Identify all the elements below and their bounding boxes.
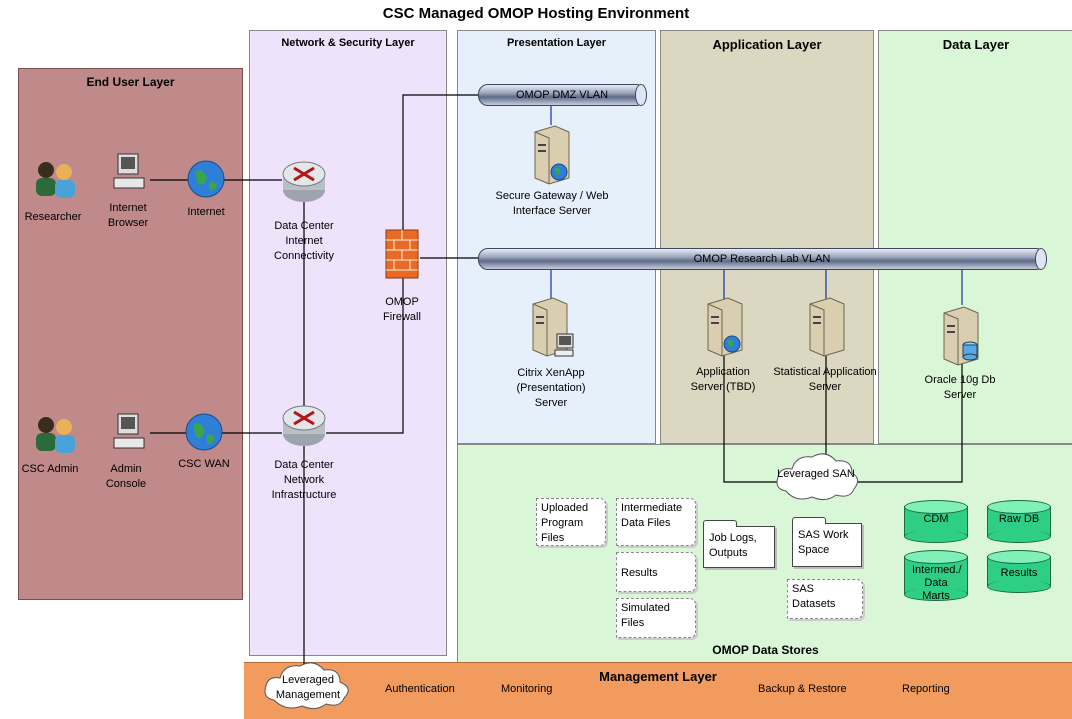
firewall-icon	[385, 229, 419, 279]
dc-network-label: Data Center Network Infrastructure	[271, 459, 337, 501]
citrix-label: Citrix XenApp (Presentation) Server	[516, 367, 586, 409]
sas-work-space-folder: SAS Work Space	[792, 517, 862, 567]
secure-gateway-server-icon	[534, 125, 570, 185]
oracle-san-line	[858, 350, 963, 483]
internet-browser-label: Internet Browser	[107, 202, 149, 229]
csc-admin-people-icon	[36, 417, 75, 453]
intermediate-data-files: Intermediate Data Files	[616, 498, 696, 546]
backup-restore-label: Backup & Restore	[758, 683, 847, 695]
dmz-vlan-pipe: OMOP DMZ VLAN	[478, 84, 647, 106]
oracle-server-label: Oracle 10g Db Server	[924, 374, 996, 401]
intermed-data-marts-database: Intermed./ Data Marts	[904, 550, 968, 602]
citrix-server-icon	[532, 297, 574, 357]
data-stores-title: OMOP Data Stores	[712, 643, 819, 657]
reporting-label: Reporting	[902, 683, 950, 695]
dc-network-router-icon	[282, 405, 326, 446]
presentation-layer-title: Presentation Layer	[506, 37, 607, 49]
app-san-line	[723, 300, 778, 483]
cdm-database: CDM	[904, 500, 968, 544]
results-database: Results	[987, 550, 1051, 594]
leveraged-management-label: Leveraged Management	[275, 674, 341, 701]
statistical-server-icon	[809, 297, 845, 357]
csc-wan-label: CSC WAN	[178, 458, 230, 470]
raw-db-label: Raw DB	[998, 513, 1040, 525]
firewall-label: OMOP Firewall	[383, 296, 421, 323]
dc-internet-router-icon	[282, 161, 326, 202]
diagram-title: CSC Managed OMOP Hosting Environment	[382, 5, 690, 22]
leveraged-management-cloud-icon	[264, 662, 349, 710]
admin-console-computer-icon	[113, 413, 145, 449]
network-security-layer: Network & Security Layer	[249, 30, 447, 656]
statistical-server-label: Statistical Application Server	[773, 366, 877, 393]
authentication-label: Authentication	[385, 683, 455, 695]
internet-browser-computer-icon	[113, 153, 145, 189]
internet-label: Internet	[187, 206, 225, 218]
admin-console-label: Admin Console	[105, 463, 147, 490]
cdm-label: CDM	[923, 513, 949, 525]
end-user-layer: End User Layer	[18, 68, 243, 600]
simulated-files: Simulated Files	[616, 598, 696, 638]
application-server-label: Application Server (TBD)	[690, 366, 756, 393]
data-layer: Data Layer	[878, 30, 1072, 444]
management-layer: Management Layer	[244, 662, 1072, 719]
intermed-data-marts-label: Intermed./ Data Marts	[912, 564, 962, 602]
results-db-label: Results	[1000, 567, 1038, 579]
csc-wan-globe-icon	[185, 413, 223, 451]
data-layer-title: Data Layer	[942, 37, 1010, 52]
uploaded-program-files: Uploaded Program Files	[536, 498, 606, 546]
job-logs-folder: Job Logs, Outputs	[703, 520, 775, 568]
leveraged-san-label: Leveraged SAN	[777, 468, 855, 480]
raw-db-database: Raw DB	[987, 500, 1051, 544]
application-layer: Application Layer	[660, 30, 874, 444]
internet-globe-icon	[187, 160, 225, 198]
end-user-layer-title: End User Layer	[86, 75, 175, 89]
researcher-label: Researcher	[24, 211, 82, 223]
network-layer-title: Network & Security Layer	[281, 37, 415, 49]
oracle-server-icon	[943, 306, 979, 366]
secure-gateway-label: Secure Gateway / Web Interface Server	[495, 190, 609, 217]
researcher-people-icon	[36, 162, 75, 198]
sas-datasets: SAS Datasets	[787, 579, 863, 619]
application-layer-title: Application Layer	[712, 37, 822, 52]
monitoring-label: Monitoring	[501, 683, 553, 695]
application-server-icon	[707, 297, 743, 357]
management-layer-title: Management Layer	[599, 669, 717, 684]
research-vlan-pipe: OMOP Research Lab VLAN	[478, 248, 1047, 270]
dc-internet-label: Data Center Internet Connectivity	[274, 220, 334, 262]
results-file: Results	[616, 552, 696, 592]
leveraged-san-cloud-icon	[776, 453, 858, 501]
csc-admin-label: CSC Admin	[21, 463, 79, 475]
